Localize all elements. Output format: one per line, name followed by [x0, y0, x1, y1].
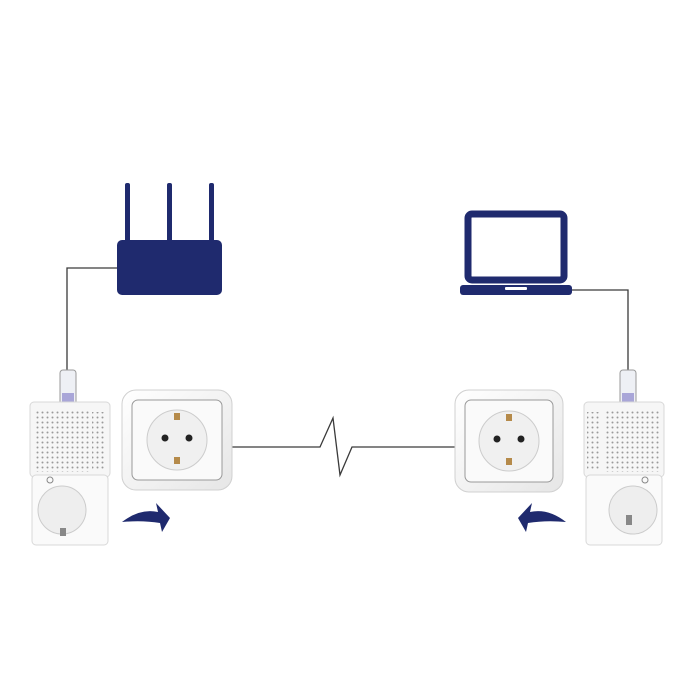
powerline-adapter-right	[583, 369, 665, 546]
plug-in-arrow-left-icon	[122, 503, 170, 532]
powerline-adapter-left	[29, 369, 111, 546]
ethernet-cable-left	[66, 267, 117, 372]
router-icon	[117, 183, 222, 295]
ethernet-cable-right	[572, 289, 629, 372]
passthrough-socket	[37, 485, 87, 535]
wall-socket-right	[454, 389, 564, 493]
powerline-electrical-wiring	[232, 415, 455, 478]
laptop-icon	[460, 210, 572, 295]
tp-link-logo	[46, 476, 54, 484]
plug-in-arrow-right-icon	[518, 503, 566, 532]
tp-link-logo	[641, 476, 649, 484]
wall-socket-left	[121, 389, 233, 491]
passthrough-socket	[608, 485, 658, 535]
